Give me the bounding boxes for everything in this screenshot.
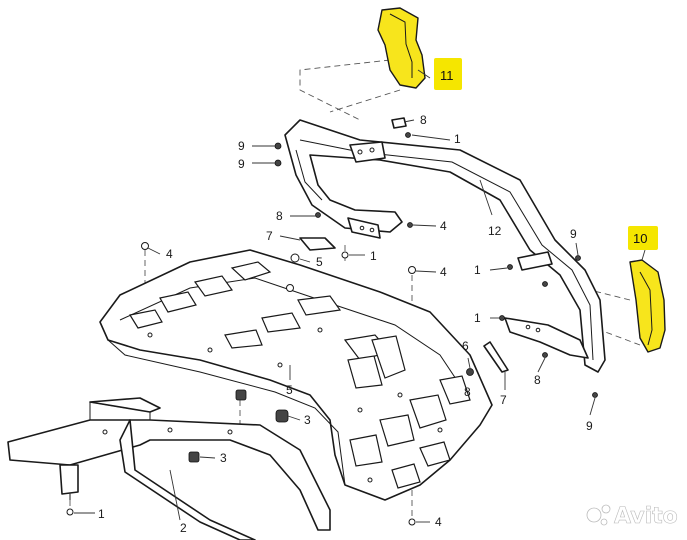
highlight-10-text: 10 [633,231,647,246]
callout-9-right-a: 9 [570,227,577,241]
callout-8-top: 8 [420,113,427,127]
callout-7-left: 7 [266,229,273,243]
leader-lines [74,69,646,523]
bracket-part-11 [377,7,426,89]
avito-watermark-text: Avito [614,504,678,529]
callout-7-right: 7 [500,393,507,407]
callout-2: 2 [180,521,187,535]
highlight-11-text: 11 [440,68,454,83]
callout-3-a: 3 [304,413,311,427]
callout-1-right-a: 1 [474,263,481,277]
avito-watermark: Avito [586,504,678,529]
label-box-10: 10 [628,226,658,250]
clamp-parts-7 [299,237,509,373]
callout-5-lower: 5 [286,383,293,397]
avito-logo-icon [586,507,602,523]
callout-12: 12 [488,224,502,238]
callout-4-left: 4 [166,247,173,261]
callout-9-top-b: 9 [238,157,245,171]
highlight-11-box [434,58,462,90]
callout-9-top-a: 9 [238,139,245,153]
callout-4-bottom: 4 [435,515,442,529]
callout-1-bottom: 1 [98,507,105,521]
upper-rail-part-12 [284,119,606,373]
lower-frame-part-2 [7,397,331,540]
callout-4-upper: 4 [440,219,447,233]
callout-labels: 9 9 8 1 8 7 4 4 5 1 4 12 1 9 1 6 8 8 7 9… [98,113,593,535]
callout-8-low-left: 8 [464,385,471,399]
callout-6: 6 [462,339,469,353]
callout-8-mid: 8 [276,209,283,223]
fasteners [66,117,598,526]
label-box-11: 11 [434,58,462,90]
callout-1-top: 1 [454,132,461,146]
highlight-10-box [628,226,658,250]
callout-9-right-b: 9 [586,419,593,433]
callout-1-mid: 1 [370,249,377,263]
cargo-rack [99,249,493,501]
bracket-part-10 [629,259,666,353]
callout-5-upper: 5 [316,255,323,269]
callout-3-b: 3 [220,451,227,465]
callout-1-right-b: 1 [474,311,481,325]
callout-8-lower: 8 [534,373,541,387]
callout-4-right: 4 [440,265,447,279]
